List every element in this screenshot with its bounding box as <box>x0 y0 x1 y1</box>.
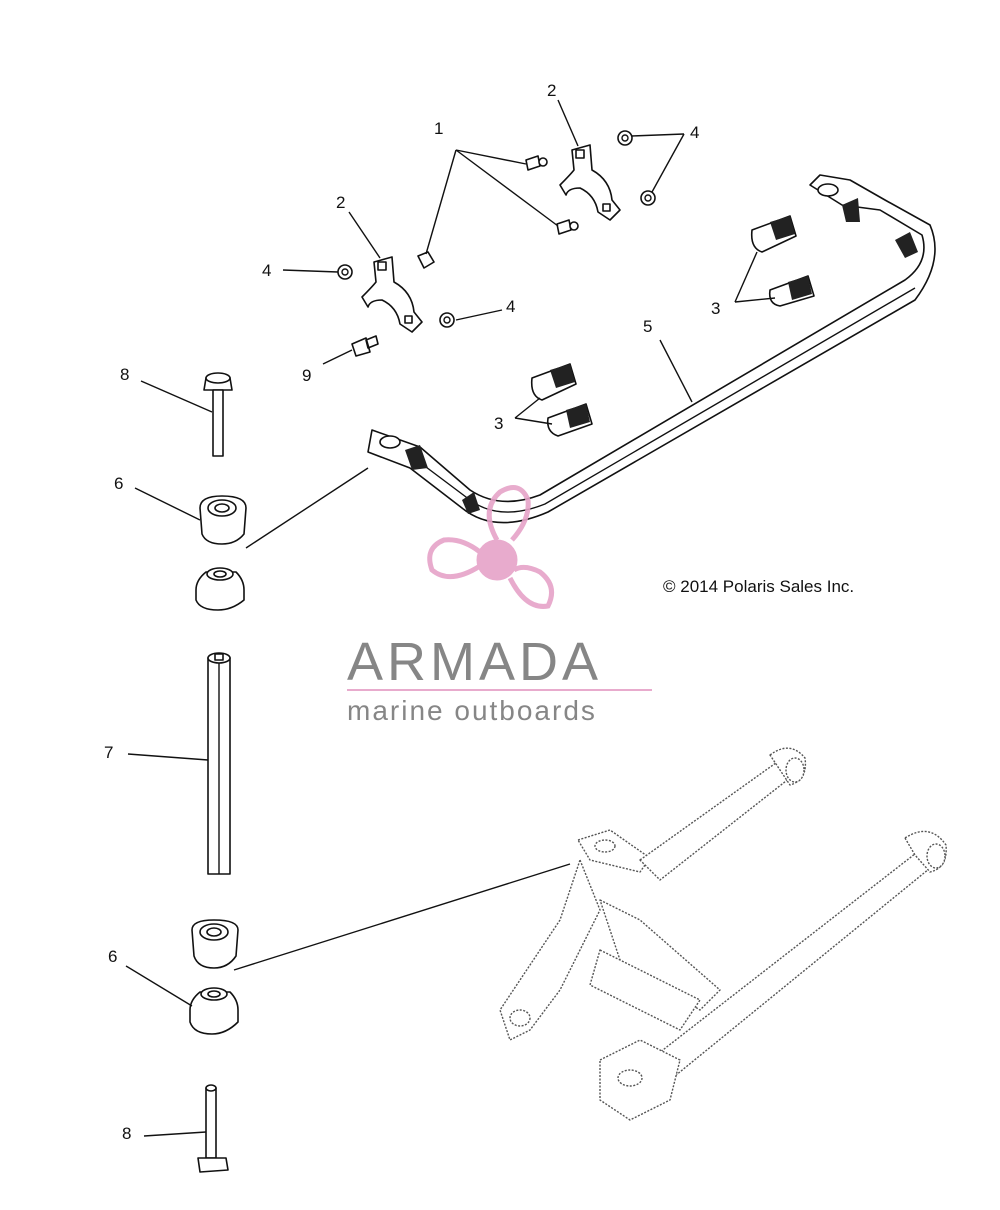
callout-6: 6 <box>108 947 117 966</box>
callout-2: 2 <box>336 193 345 212</box>
bushing-6-lower-2 <box>189 987 239 1035</box>
watermark-brand: ARMADA <box>347 632 602 692</box>
callout-4: 4 <box>690 123 699 142</box>
armada-watermark-logo: ARMADA marine outboards <box>347 485 652 726</box>
callout-7: 7 <box>104 743 113 762</box>
callout-labels: 1 2 2 4 4 4 9 3 3 5 8 6 7 6 8 <box>104 81 720 1143</box>
callout-1: 1 <box>434 119 443 138</box>
bushing-6-upper <box>199 495 247 545</box>
bolt-9 <box>351 335 379 357</box>
stabilizer-bar <box>367 174 936 524</box>
bolt-8-top <box>203 372 233 457</box>
propeller-icon <box>427 485 555 609</box>
bushing-6-upper-2 <box>195 567 245 611</box>
callout-8: 8 <box>120 365 129 384</box>
callout-3: 3 <box>494 414 503 433</box>
callout-9: 9 <box>302 366 311 385</box>
leader-lines <box>125 99 776 1137</box>
nut-set <box>337 130 656 328</box>
bushing-6-lower <box>191 919 239 969</box>
callout-3: 3 <box>711 299 720 318</box>
callout-8: 8 <box>122 1124 131 1143</box>
callout-5: 5 <box>643 317 652 336</box>
callout-4: 4 <box>506 297 515 316</box>
callout-2: 2 <box>547 81 556 100</box>
bolt-set <box>417 155 579 269</box>
trailing-arm-assembly <box>499 747 947 1121</box>
clamp-lower <box>361 256 423 333</box>
bolt-8-bottom <box>197 1084 229 1173</box>
link-rod <box>207 652 231 875</box>
callout-6: 6 <box>114 474 123 493</box>
callout-4: 4 <box>262 261 271 280</box>
bushing-set <box>530 215 815 437</box>
watermark-tagline: marine outboards <box>347 695 597 726</box>
clamp-upper <box>559 144 621 221</box>
copyright-text: © 2014 Polaris Sales Inc. <box>663 577 854 596</box>
